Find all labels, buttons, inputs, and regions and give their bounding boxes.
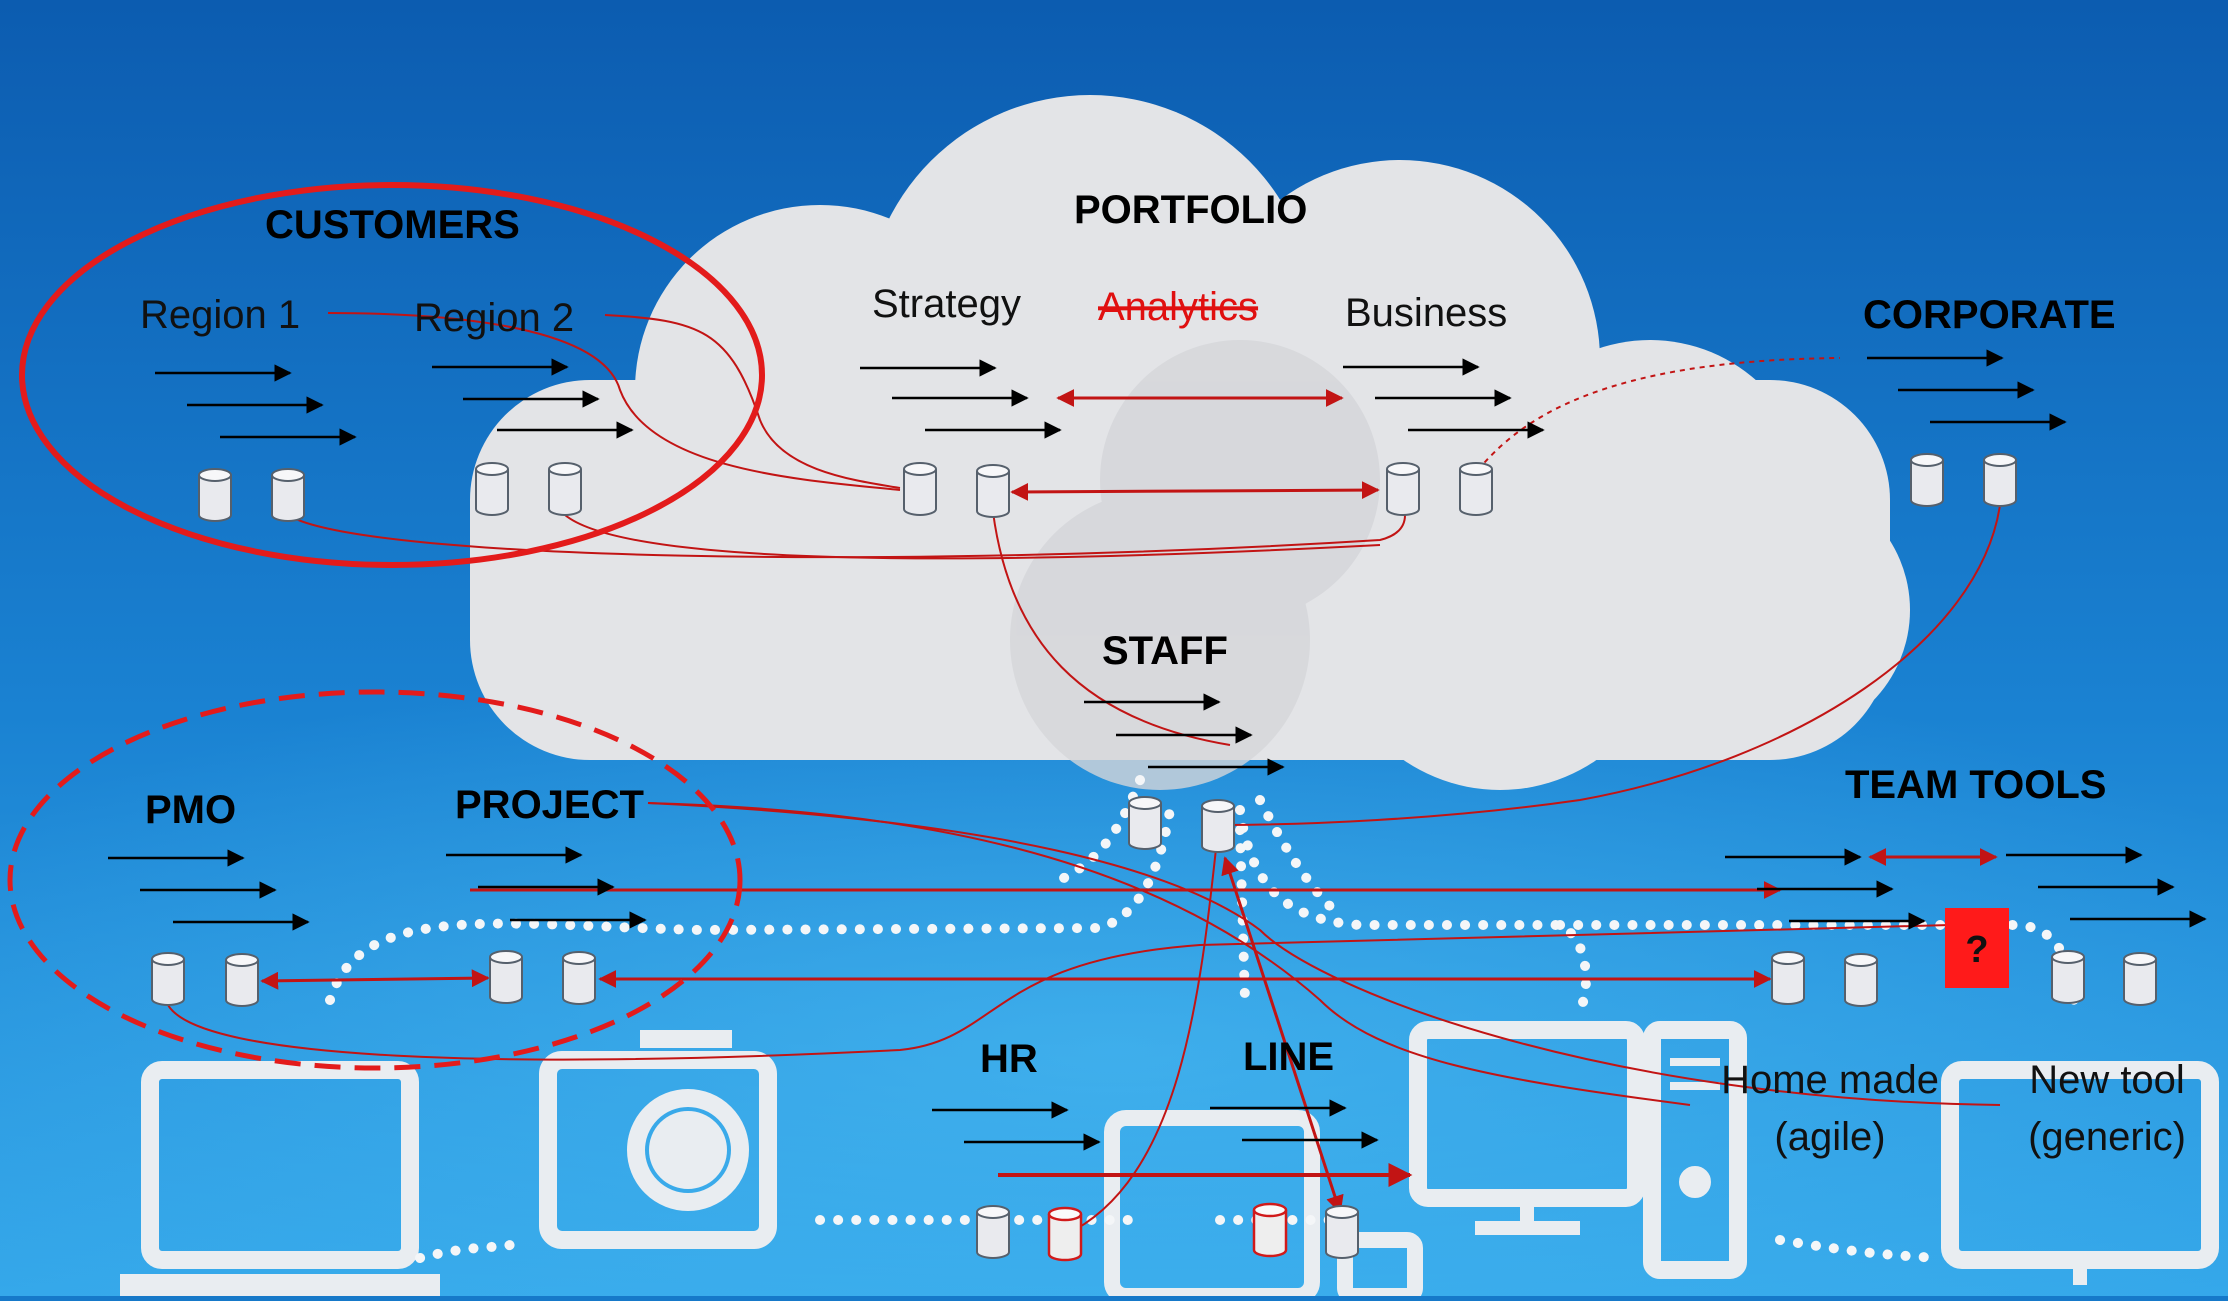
- project-label: PROJECT: [455, 783, 644, 827]
- database-icon-highlighted: [1047, 1206, 1083, 1262]
- monitor-icon: [1941, 1061, 2219, 1285]
- pmo-project-link-arrow: [260, 969, 490, 990]
- red-flow-arrows: [470, 881, 1782, 1187]
- database-icon: [1844, 953, 1878, 1007]
- unknown-tool-label: ?: [1965, 929, 1988, 971]
- database-icon: [1910, 453, 1944, 507]
- corporate-label: CORPORATE: [1863, 293, 2116, 337]
- pmo-label: PMO: [145, 788, 236, 832]
- database-icon: [1459, 462, 1493, 516]
- region-2-label: Region 2: [414, 296, 574, 340]
- portfolio-label: PORTFOLIO: [1074, 188, 1307, 232]
- database-icon: [489, 950, 523, 1004]
- laptop-icon: [120, 1061, 440, 1296]
- database-icon: [1771, 951, 1805, 1005]
- database-icon: [976, 1205, 1010, 1259]
- cloud-shade: [1010, 340, 1380, 790]
- portfolio-db-link-arrow: [1010, 481, 1380, 501]
- database-icon-highlighted: [1252, 1202, 1288, 1258]
- database-icon: [1128, 796, 1162, 850]
- analytics-label: Analytics: [1098, 285, 1258, 329]
- region-1-label: Region 1: [140, 293, 300, 337]
- database-icon: [198, 468, 232, 522]
- camera-icon: [539, 1030, 777, 1249]
- red-double-arrows: [260, 389, 1998, 1214]
- hr-label: HR: [980, 1037, 1038, 1081]
- line-label: LINE: [1243, 1035, 1334, 1079]
- customers-highlight-ellipse: [19, 182, 765, 568]
- customers-label: CUSTOMERS: [265, 203, 520, 247]
- database-icon: [1325, 1205, 1359, 1259]
- team-tools-label: TEAM TOOLS: [1845, 763, 2106, 807]
- database-icon: [976, 464, 1010, 518]
- process-arrows: [108, 349, 2207, 1151]
- database-icon: [1201, 799, 1235, 853]
- database-icon: [562, 951, 596, 1005]
- database-icon: [1983, 453, 2017, 507]
- staff-label: STAFF: [1102, 629, 1228, 673]
- home-made-label: Home made: [1721, 1058, 1939, 1102]
- database-icon: [2051, 950, 2085, 1004]
- database-icon: [271, 468, 305, 522]
- database-icon: [475, 462, 509, 516]
- database-icon: [903, 462, 937, 516]
- desktop-computer-icon: [1409, 1021, 1747, 1279]
- database-icon: [225, 953, 259, 1007]
- strategy-label: Strategy: [872, 282, 1021, 326]
- pmo-project-dashed-ellipse: [7, 689, 743, 1071]
- new-tool-sublabel: (generic): [2028, 1115, 2186, 1159]
- home-made-sublabel: (agile): [1774, 1115, 1885, 1159]
- new-tool-label: New tool: [2029, 1058, 2185, 1102]
- database-icon: [151, 952, 185, 1006]
- database-icon: [548, 462, 582, 516]
- business-label: Business: [1345, 291, 1507, 335]
- database-icon: [2123, 952, 2157, 1006]
- database-icon: [1386, 462, 1420, 516]
- staff-line-link-arrow: [1221, 856, 1344, 1214]
- unknown-tool-box: [1945, 908, 2009, 988]
